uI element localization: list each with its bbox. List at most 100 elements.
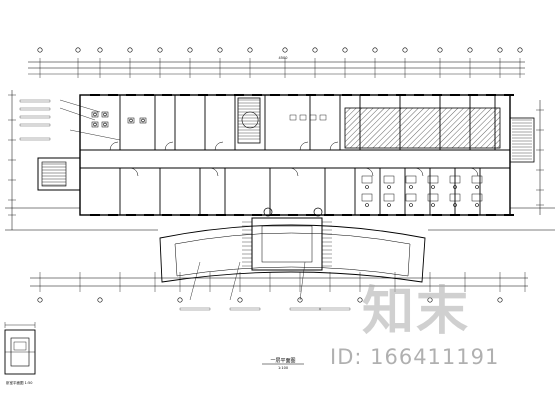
annotation-text	[319, 307, 351, 311]
axis-bubble	[127, 47, 133, 53]
leader-line	[189, 261, 201, 301]
top-dimension-label: 4500	[279, 56, 288, 60]
leader-line	[229, 261, 241, 301]
drawing-title: 一层平面图	[270, 358, 295, 364]
door-swing	[214, 141, 224, 151]
desk	[361, 193, 373, 202]
desk	[471, 175, 483, 184]
chair	[365, 185, 369, 189]
axis-bubble	[467, 47, 473, 53]
axis-bubble	[497, 297, 503, 303]
door-swing	[209, 167, 219, 177]
desk	[309, 114, 317, 121]
axis-bubble	[187, 47, 193, 53]
column-round	[263, 207, 273, 217]
toilet-fixture	[101, 121, 109, 128]
axis-bubble	[372, 47, 378, 53]
chair	[409, 203, 413, 207]
fixture-bowl	[103, 122, 107, 127]
toilet-fixture	[101, 111, 109, 118]
door-swing	[289, 167, 299, 177]
axis-bubble	[75, 47, 81, 53]
stair-core	[237, 97, 261, 144]
stair-left	[41, 161, 67, 187]
stair-block-left	[37, 157, 81, 191]
axis-bubble	[247, 47, 253, 53]
annotation-text	[19, 99, 51, 103]
axis-bubble	[37, 297, 43, 303]
axis-bubble	[97, 47, 103, 53]
desk	[449, 193, 461, 202]
entrance-inner	[261, 225, 313, 263]
desk	[299, 114, 307, 121]
fixture-bowl	[129, 118, 133, 123]
axis-bubble	[342, 47, 348, 53]
axis-bubble	[517, 47, 523, 53]
axis-bubble	[312, 47, 318, 53]
desk	[449, 175, 461, 184]
fixture-bowl	[103, 112, 107, 117]
axis-bubble	[282, 47, 288, 53]
annotation-text	[19, 115, 51, 119]
leader-line	[299, 261, 306, 301]
annotation-text	[179, 307, 211, 311]
toilet-fixture	[91, 111, 99, 118]
desk	[427, 193, 439, 202]
drawing-scale: 1:100	[278, 366, 288, 370]
toilet-fixture	[91, 121, 99, 128]
chair	[365, 203, 369, 207]
axis-bubble	[402, 47, 408, 53]
chair	[475, 185, 479, 189]
chair	[453, 185, 457, 189]
leader-line	[69, 129, 121, 141]
detail-fixture	[13, 341, 27, 351]
column-round	[313, 207, 323, 217]
axis-bubble	[427, 297, 433, 303]
axis-bubble	[37, 47, 43, 53]
axis-bubble	[97, 297, 103, 303]
plaza-outer	[159, 224, 426, 283]
watermark-logo: 知末	[362, 282, 471, 342]
annotation-text	[19, 137, 51, 141]
axis-bubble	[177, 297, 183, 303]
axis-bubble	[297, 297, 303, 303]
toilet-fixture	[127, 117, 135, 124]
stair-turn	[241, 111, 259, 129]
desk	[319, 114, 327, 121]
desk	[383, 175, 395, 184]
chair	[387, 185, 391, 189]
axis-bubble	[157, 47, 163, 53]
desk	[383, 193, 395, 202]
door-swing	[364, 167, 374, 177]
leader-line	[59, 99, 101, 113]
axis-bubble	[217, 47, 223, 53]
annotation-text	[19, 123, 51, 127]
door-swing	[299, 141, 309, 151]
chair	[431, 203, 435, 207]
fixture-bowl	[141, 118, 145, 123]
desk	[427, 175, 439, 184]
detail-label: 卧室平面图 1:50	[6, 380, 32, 385]
desk	[471, 193, 483, 202]
annotation-text	[229, 307, 261, 311]
door-swing	[329, 141, 339, 151]
axis-bubble	[357, 297, 363, 303]
chair	[475, 203, 479, 207]
annotation-text	[289, 307, 321, 311]
hatched-room	[344, 107, 501, 149]
desk	[405, 175, 417, 184]
chair	[453, 203, 457, 207]
fixture-bowl	[93, 122, 97, 127]
chair	[409, 185, 413, 189]
axis-bubble	[437, 47, 443, 53]
fixture-bowl	[93, 112, 97, 117]
chair	[387, 203, 391, 207]
door-swing	[109, 141, 119, 151]
axis-bubble	[497, 47, 503, 53]
desk	[405, 193, 417, 202]
chair	[431, 185, 435, 189]
door-swing	[414, 167, 424, 177]
stair-block-right	[509, 117, 535, 163]
door-swing	[129, 167, 139, 177]
